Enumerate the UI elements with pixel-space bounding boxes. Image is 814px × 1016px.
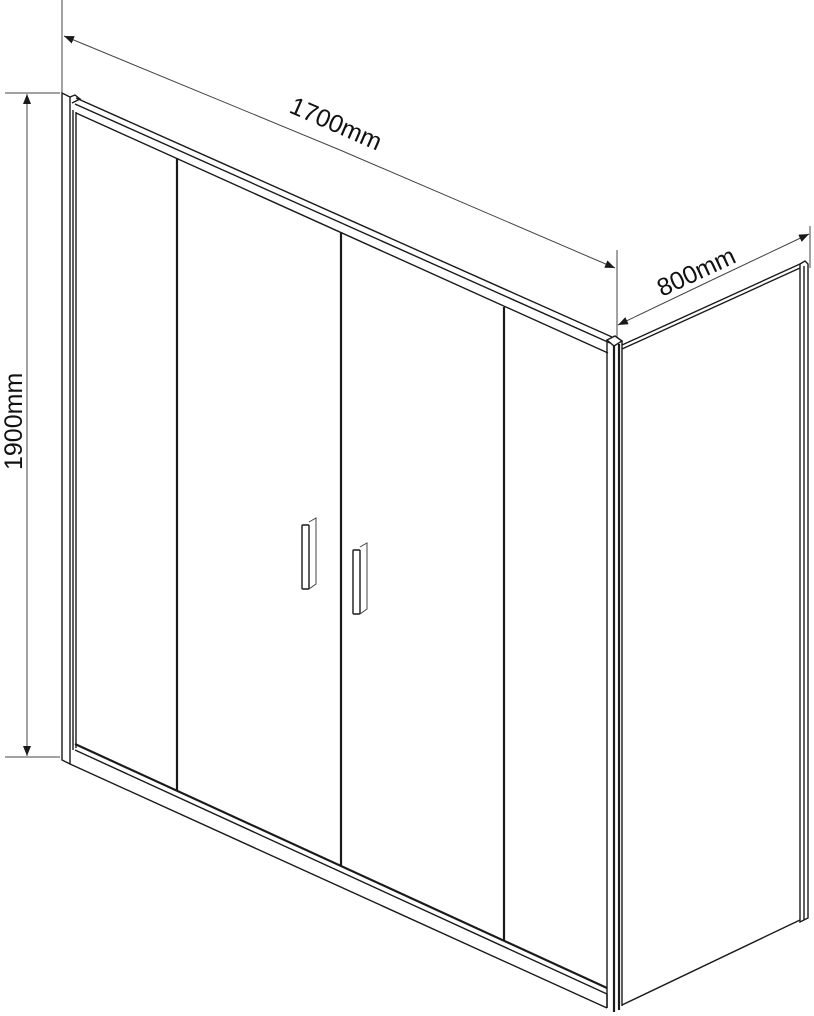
- corner-post: [605, 335, 624, 1012]
- door-handle-left[interactable]: [301, 517, 317, 590]
- depth-arrow-right: [711, 233, 810, 281]
- height-label: 1900mm: [0, 373, 28, 470]
- bottom-rail: [69, 743, 608, 1009]
- side-panel: [621, 260, 809, 1006]
- depth-arrow-left: [617, 279, 713, 326]
- depth-dimension: 800mm: [617, 226, 811, 326]
- width-arrow-left: [63, 35, 341, 151]
- width-label: 1700mm: [286, 92, 386, 156]
- door-panels: [175, 158, 506, 941]
- height-dimension: 1900mm: [0, 92, 60, 758]
- width-dimension: 1700mm: [61, 0, 618, 338]
- left-post: [61, 91, 82, 766]
- depth-label: 800mm: [653, 242, 740, 303]
- width-arrow-right: [339, 149, 616, 269]
- door-handle-right[interactable]: [352, 542, 368, 615]
